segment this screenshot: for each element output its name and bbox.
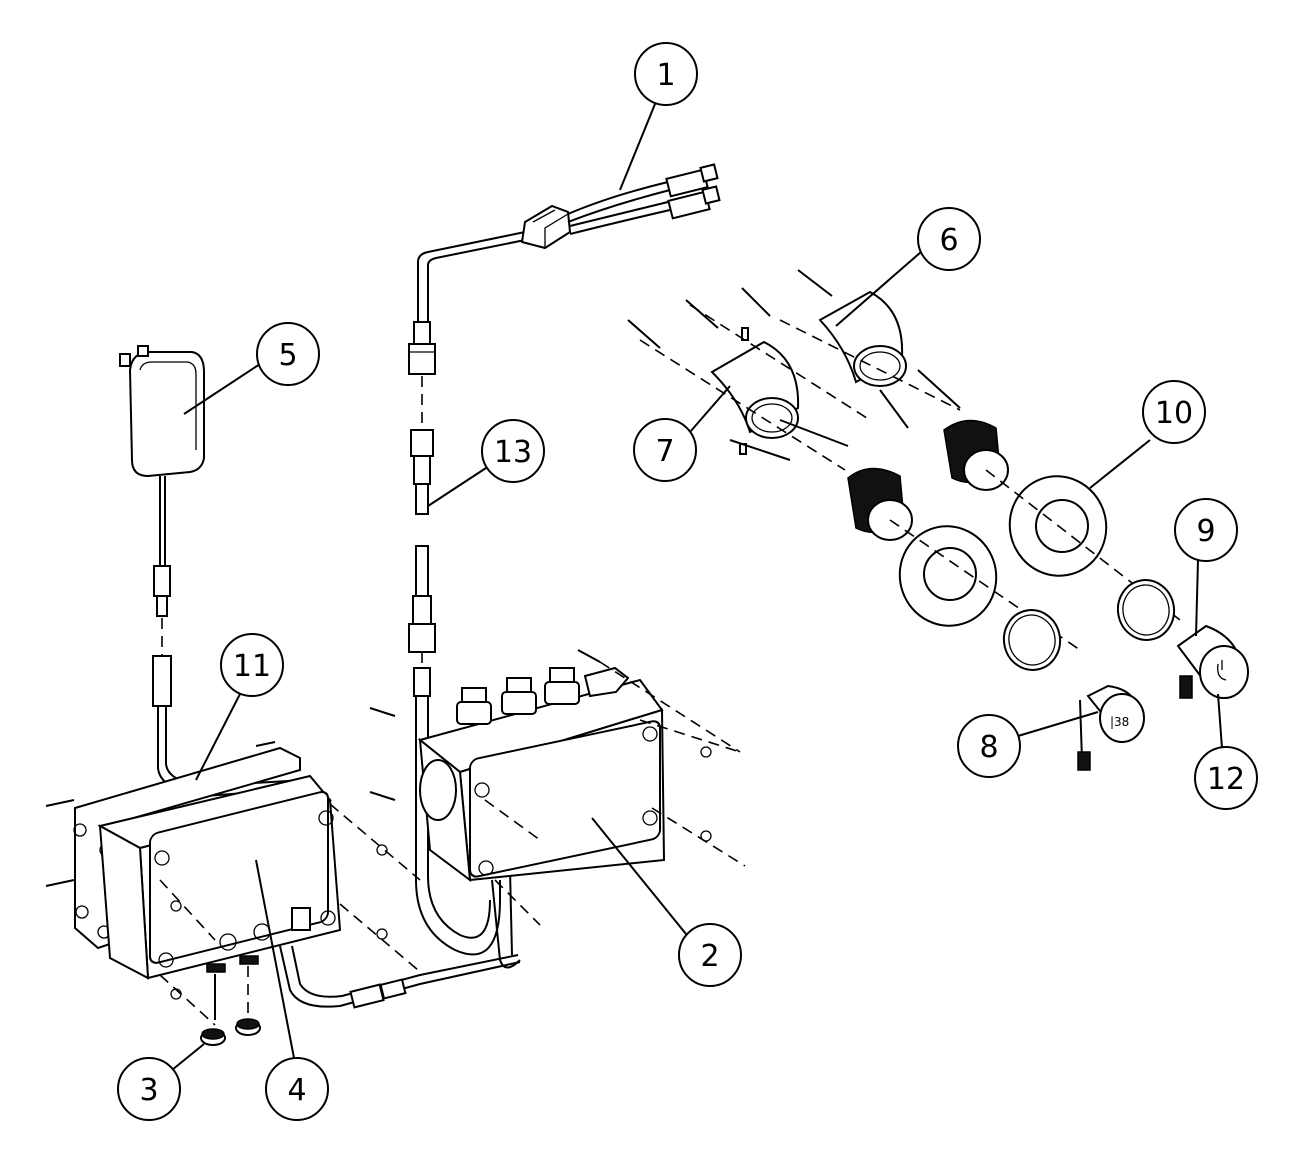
- knurled-ring-lower: [847, 467, 913, 541]
- callout-11-label: 11: [233, 649, 271, 684]
- part-9-12-push-button: [1176, 624, 1249, 699]
- callout-5-label: 5: [278, 338, 297, 373]
- part-2-control-box-right: [170, 649, 746, 1000]
- callout-12: 12: [1194, 693, 1258, 810]
- svg-text:|38: |38: [1110, 715, 1129, 729]
- part-4-control-box-left: [45, 741, 342, 1026]
- callout-2-label: 2: [700, 939, 719, 974]
- callout-9: 9: [1174, 498, 1238, 637]
- callout-5: 5: [183, 322, 320, 415]
- callout-2: 2: [591, 817, 742, 987]
- part-11-connecting-cable: [279, 869, 521, 1009]
- callout-10: 10: [1089, 380, 1206, 489]
- part-7-mounting-sleeve: [627, 299, 871, 471]
- callout-4: 4: [255, 859, 329, 1121]
- callout-7-label: 7: [655, 434, 674, 469]
- callout-8: 8: [957, 711, 1099, 778]
- part-5-power-adapter: [119, 345, 311, 798]
- o-rings: [1002, 579, 1176, 671]
- part-6-mounting-sleeve: [741, 269, 961, 429]
- part-3-caps: [200, 1018, 261, 1046]
- callout-3: 3: [117, 1043, 205, 1121]
- callout-1-label: 1: [656, 58, 675, 93]
- callout-4-label: 4: [287, 1073, 306, 1108]
- callout-12-label: 12: [1207, 762, 1245, 797]
- callout-6: 6: [835, 207, 981, 327]
- callout-3-label: 3: [139, 1073, 158, 1108]
- callout-1: 1: [619, 42, 698, 191]
- callout-6-label: 6: [939, 223, 958, 258]
- callout-11: 11: [195, 633, 284, 781]
- callout-7: 7: [633, 385, 731, 482]
- callout-8-label: 8: [979, 730, 998, 765]
- callout-9-label: 9: [1196, 514, 1215, 549]
- callout-10-label: 10: [1155, 396, 1193, 431]
- callout-13-label: 13: [494, 435, 532, 470]
- part-8-push-button: |38: [1077, 684, 1145, 771]
- callout-13: 13: [427, 419, 545, 507]
- part-10-rosette: [889, 469, 1181, 651]
- part-1-splitter-cable: [417, 163, 721, 322]
- knurled-ring-upper: [943, 419, 1009, 491]
- part-13-extension-cable: [408, 321, 501, 956]
